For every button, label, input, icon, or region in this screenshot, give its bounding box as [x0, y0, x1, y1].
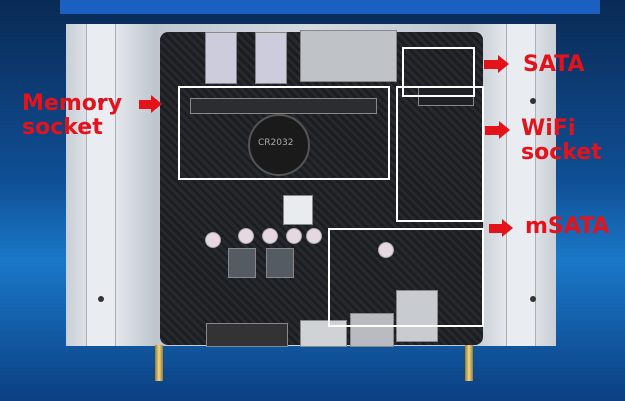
wifi-socket-label: WiFi socket: [521, 117, 602, 165]
label-line: socket: [521, 140, 602, 165]
antenna-connector: [465, 345, 473, 381]
screw-hole: [98, 296, 104, 302]
battery-print: CR2032: [258, 138, 294, 148]
lan-port: [350, 313, 394, 347]
inductor: [228, 248, 256, 278]
sata-highlight: [402, 47, 475, 97]
capacitor: [238, 228, 254, 244]
screw-hole: [98, 98, 104, 104]
antenna-connector: [155, 345, 163, 381]
background-banner: [60, 0, 600, 14]
msata-highlight: [328, 228, 484, 327]
memory-socket-label: Memory socket: [22, 92, 122, 140]
chip: [283, 195, 313, 225]
capacitor: [306, 228, 322, 244]
memory-socket-highlight: [178, 86, 390, 180]
screw-hole: [530, 98, 536, 104]
right-rail: [506, 24, 536, 346]
hdmi-port: [300, 320, 347, 347]
cmos-battery: CR2032: [248, 114, 310, 176]
capacitor: [205, 232, 221, 248]
vga-port: [206, 323, 288, 347]
inductor: [266, 248, 294, 278]
capacitor: [378, 242, 394, 258]
memory-slot: [190, 98, 377, 114]
lan-port: [396, 290, 438, 342]
serial-port: [300, 30, 397, 82]
capacitor: [262, 228, 278, 244]
label-line: Memory: [22, 91, 123, 116]
capacitor: [286, 228, 302, 244]
left-rail: [86, 24, 116, 346]
label-line: WiFi: [521, 116, 576, 141]
msata-label: mSATA: [525, 214, 610, 239]
wifi-socket-highlight: [396, 86, 484, 222]
sata-label: SATA: [523, 52, 585, 77]
screw-hole: [530, 296, 536, 302]
usb-port: [205, 32, 237, 84]
label-line: socket: [22, 115, 103, 140]
usb-port: [255, 32, 287, 84]
